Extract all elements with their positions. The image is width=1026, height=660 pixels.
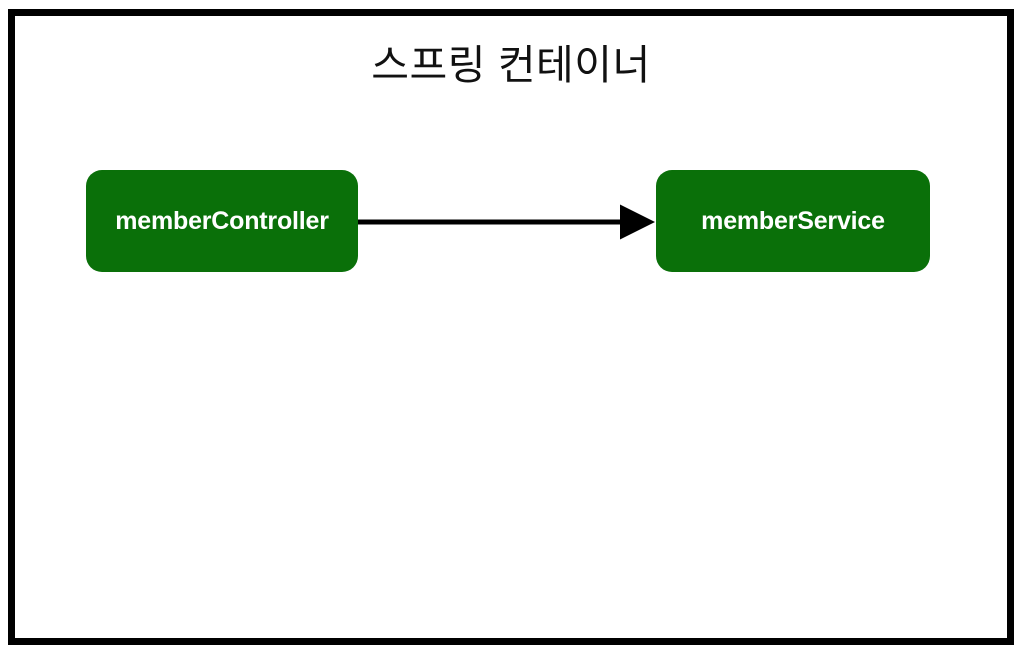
spring-container-frame: 스프링 컨테이너 <box>8 9 1014 645</box>
page-title: 스프링 컨테이너 <box>371 42 651 88</box>
bean-node-label: memberController <box>115 206 329 235</box>
bean-node-member-controller[interactable]: memberController <box>86 170 358 272</box>
bean-node-member-service[interactable]: memberService <box>656 170 930 272</box>
bean-node-label: memberService <box>701 206 885 235</box>
